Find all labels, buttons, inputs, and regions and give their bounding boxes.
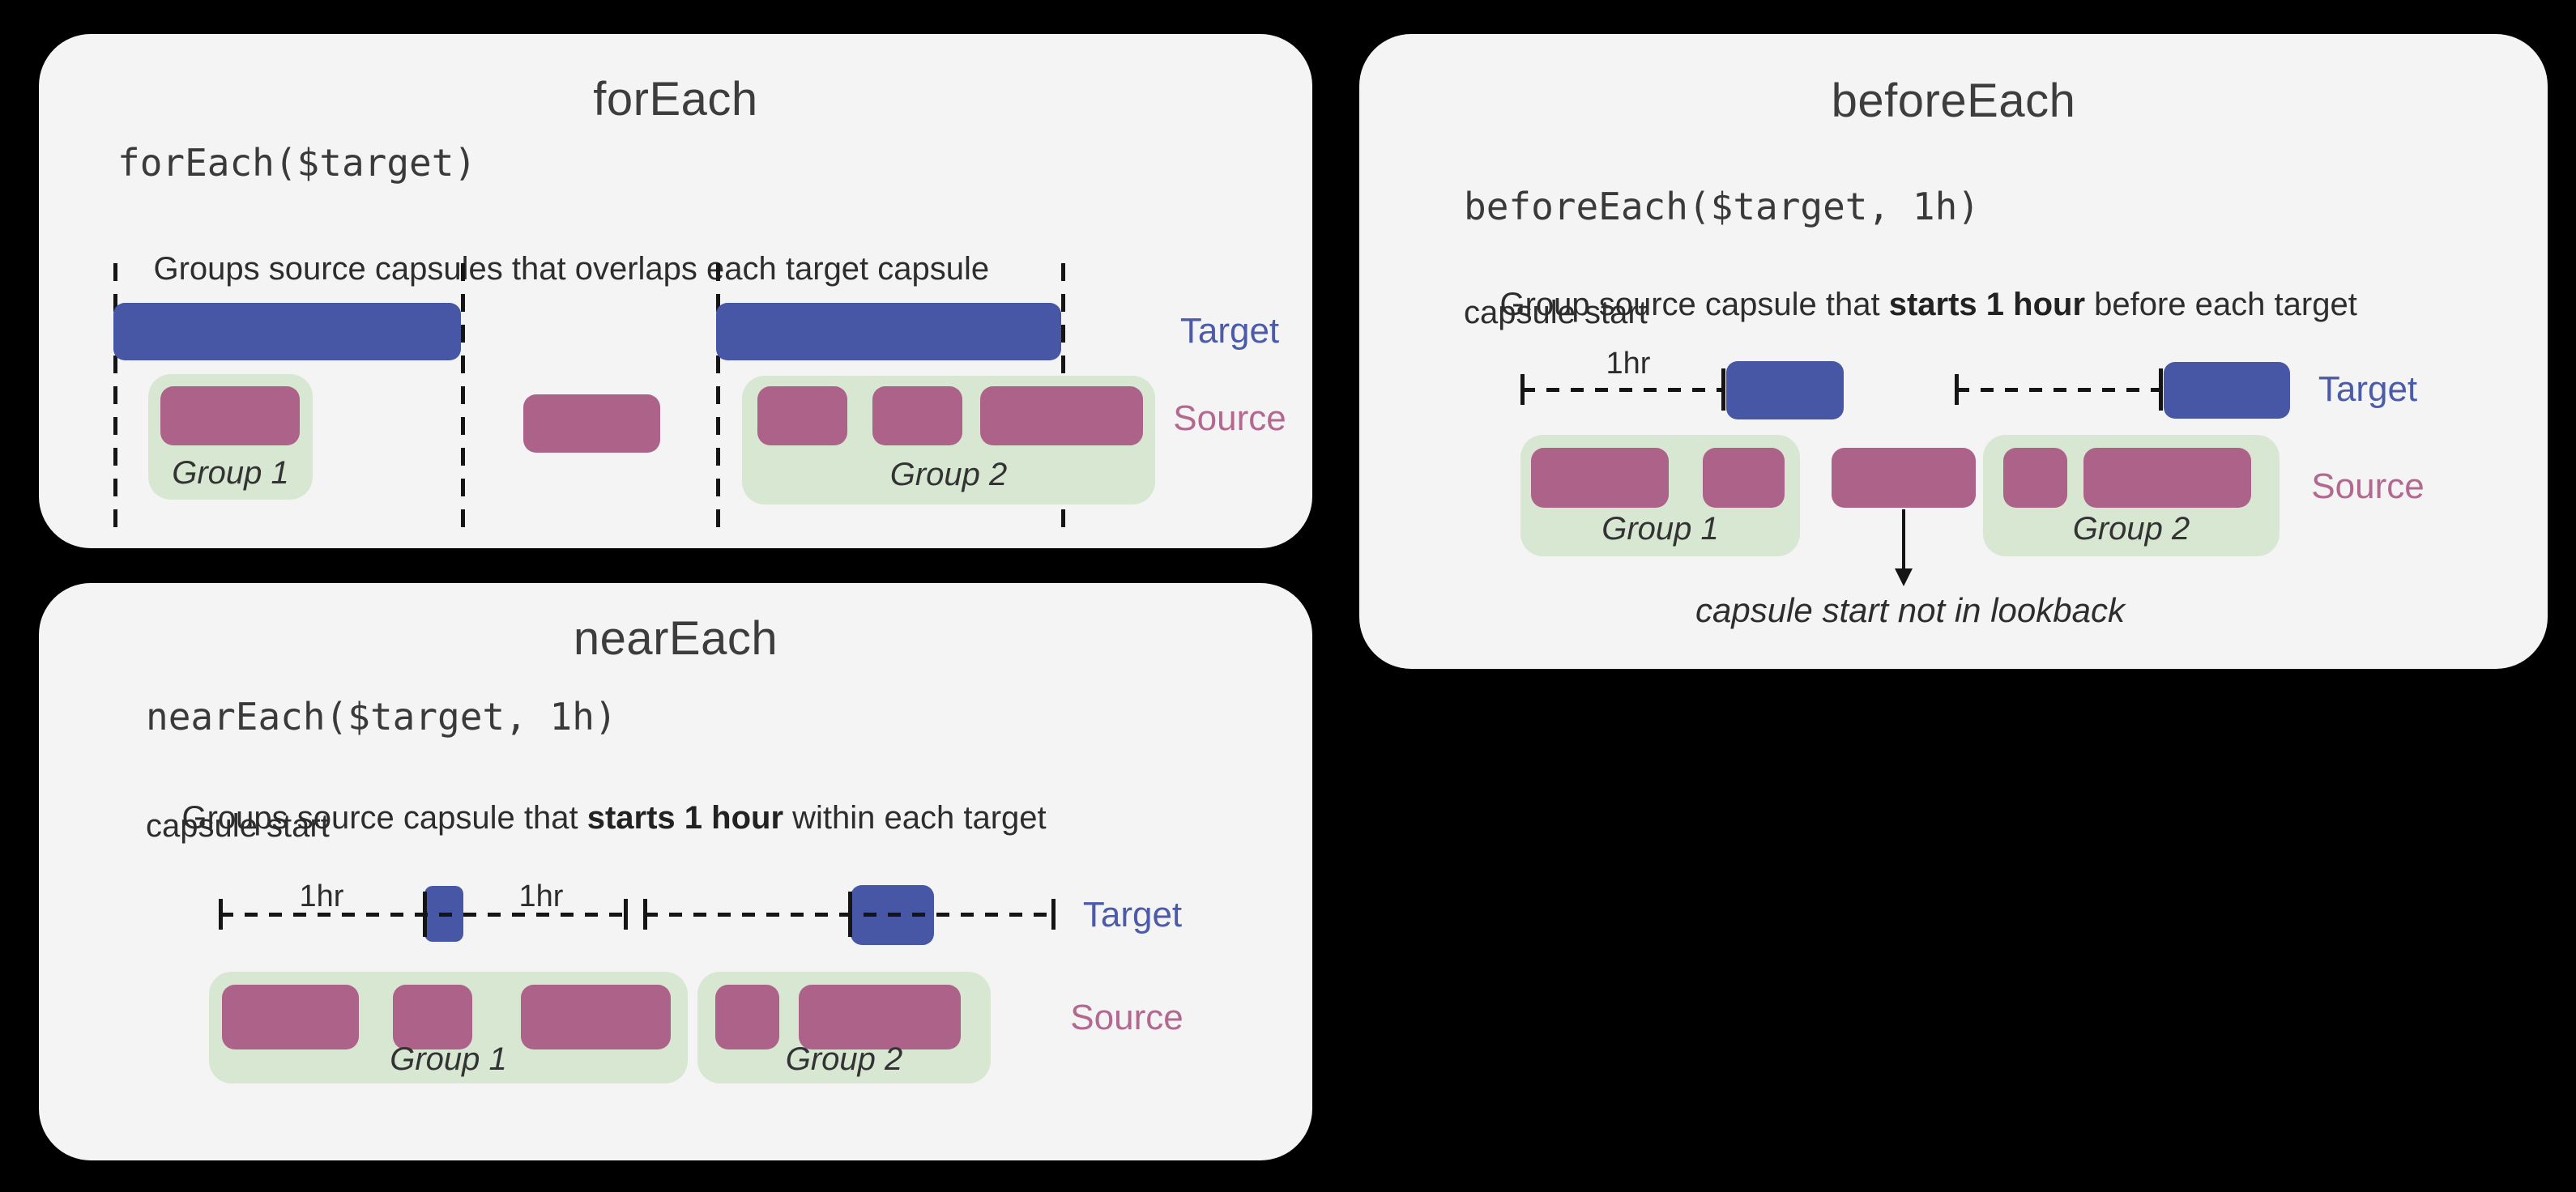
source-label: Source: [2311, 466, 2425, 506]
annotation-arrow-head: [1895, 568, 1913, 586]
target2-start-tick: [2159, 368, 2163, 411]
foreach-description: Groups source capsules that overlaps eac…: [117, 206, 989, 332]
lookback-annotation: capsule start not in lookback: [1695, 591, 2125, 629]
desc-pre: Groups source capsule that: [181, 800, 587, 836]
neareach-description-line1: Groups source capsule that starts 1 hour…: [146, 755, 1047, 881]
source-capsule: [1531, 448, 1669, 508]
beforeeach-description-line2: capsule start: [1464, 295, 1648, 330]
panel-neareach-title: nearEach: [573, 612, 778, 665]
panel-beforeeach-title: beforeEach: [1831, 74, 2076, 127]
panel-beforeeach: beforeEach beforeEach($target, 1h) Group…: [1359, 34, 2548, 669]
source-label: Source: [1070, 998, 1184, 1037]
neareach-description-line2: capsule start: [146, 808, 330, 844]
lookback1-dashed-line: [1522, 388, 1723, 392]
panel-foreach: forEach forEach($target) Groups source c…: [39, 34, 1312, 548]
desc-post: within each target: [783, 800, 1047, 836]
source-capsule: [715, 985, 779, 1049]
source-capsule: [521, 985, 671, 1049]
window2-start-tick: [643, 899, 647, 930]
source-capsule: [1703, 448, 1785, 508]
target-label: Target: [1179, 311, 1280, 351]
foreach-description-text: Groups source capsules that overlaps eac…: [153, 251, 990, 287]
neareach-code-signature: nearEach($target, 1h): [146, 695, 617, 739]
source-capsule: [872, 386, 962, 445]
group2-label: Group 2: [785, 1041, 903, 1077]
neareach-diagram: 1hr 1hr Target Group 1 Group 2 Source: [39, 583, 1312, 1160]
window1-end-tick: [624, 899, 628, 930]
panel-foreach-title: forEach: [593, 73, 758, 126]
source-capsule: [980, 386, 1143, 445]
source-capsule: [222, 985, 359, 1049]
source-capsule: [393, 985, 472, 1049]
lookback1-start-tick: [1520, 374, 1525, 405]
source-capsule: [757, 386, 847, 445]
foreach-code-signature: forEach($target): [117, 141, 477, 185]
beforeeach-diagram: 1hr Target Group 1 Group 2 Source capsul…: [1359, 34, 2548, 669]
source-capsule: [2083, 448, 2251, 508]
target-capsule-2: [2164, 362, 2290, 419]
group1-label: Group 1: [172, 455, 289, 491]
target1-start-dashed-line: [113, 263, 117, 528]
group2-label: Group 2: [2072, 511, 2190, 547]
source-label: Source: [1173, 398, 1286, 438]
target-label: Target: [2318, 369, 2418, 409]
lookforward-1hr-label-2: 1hr: [518, 879, 564, 913]
target-capsule-1: [1726, 361, 1844, 419]
lookback2-start-tick: [1955, 374, 1959, 405]
source-capsule-ungrouped: [523, 394, 660, 453]
beforeeach-description-line1: Group source capsule that starts 1 hour …: [1464, 241, 2357, 368]
lookback-1hr-label-1: 1hr: [299, 879, 344, 913]
target1-start-tick: [1721, 368, 1725, 411]
desc-bold: starts 1 hour: [1888, 287, 2086, 322]
panel-neareach: nearEach nearEach($target, 1h) Groups so…: [39, 583, 1312, 1160]
target1-end-dashed-line: [461, 263, 465, 528]
source-capsule: [799, 985, 961, 1049]
group2-label: Group 2: [889, 457, 1008, 492]
desc-bold: starts 1 hour: [586, 800, 784, 836]
source-capsule-ungrouped: [1832, 448, 1976, 508]
lookback-1hr-label: 1hr: [1606, 347, 1651, 381]
target-capsule-2: [716, 303, 1061, 360]
target1-start-tick: [423, 892, 427, 937]
group1-label: Group 1: [1601, 511, 1719, 547]
lookback2-dashed-line: [1956, 388, 2160, 392]
source-capsule: [160, 386, 300, 445]
group1-label: Group 1: [390, 1041, 507, 1077]
target2-start-dashed-line: [716, 263, 720, 528]
beforeeach-code-signature: beforeEach($target, 1h): [1464, 185, 1980, 228]
desc-pre: Group source capsule that: [1499, 287, 1889, 322]
target-label: Target: [1082, 895, 1183, 934]
target2-start-tick: [848, 892, 852, 937]
window2-end-tick: [1051, 899, 1056, 930]
target-capsule-1: [113, 303, 461, 360]
foreach-diagram: Target Group 1 Group 2 Source: [39, 34, 1312, 548]
annotation-arrow-line: [1902, 509, 1905, 571]
source-capsule: [2003, 448, 2067, 508]
window1-start-tick: [219, 899, 223, 930]
desc-post: before each target: [2085, 287, 2357, 322]
